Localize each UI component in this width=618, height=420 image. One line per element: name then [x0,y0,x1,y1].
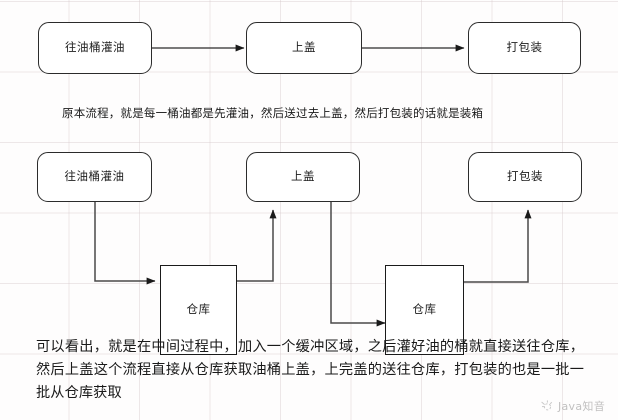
node-warehouse-2-label: 仓库 [412,302,437,317]
edge-warehouse-2-to-packaging [461,209,532,283]
edge-warehouse-1-to-put-cap [231,209,277,282]
node-warehouse-2[interactable]: 仓库 [385,265,464,355]
node-packaging-2[interactable]: 打包装 [468,152,582,202]
node-packaging[interactable]: 打包装 [468,22,581,74]
node-fill-oil-2-label: 往油桶灌油 [64,169,125,184]
node-put-cap-label: 上盖 [292,40,316,55]
node-put-cap-2[interactable]: 上盖 [246,152,360,202]
node-warehouse-1-label: 仓库 [186,302,211,317]
node-fill-oil-2[interactable]: 往油桶灌油 [37,152,152,202]
watermark-text: Java知音 [557,400,605,413]
caption-buffered-process: 可以看出，就是在中间过程中，加入一个缓冲区域，之后灌好油的桶就直接送往仓库，然后… [36,339,584,401]
node-warehouse-1[interactable]: 仓库 [160,265,237,355]
node-packaging-label: 打包装 [506,40,543,55]
watermark: Java知音 [540,398,605,414]
edge-put-cap-to-warehouse-2 [330,200,386,327]
node-put-cap[interactable]: 上盖 [246,22,362,74]
node-packaging-2-label: 打包装 [507,169,543,184]
sparkle-logo-icon [541,399,553,410]
node-fill-oil-label: 往油桶灌油 [65,40,125,55]
caption-original-process: 原本流程，就是每一桶油都是先灌油，然后送过去上盖，然后打包装的话就是装箱 [62,106,484,120]
node-put-cap-2-label: 上盖 [291,169,315,184]
edge-fill-oil-to-warehouse-1 [94,200,156,285]
node-fill-oil[interactable]: 往油桶灌油 [38,22,152,74]
